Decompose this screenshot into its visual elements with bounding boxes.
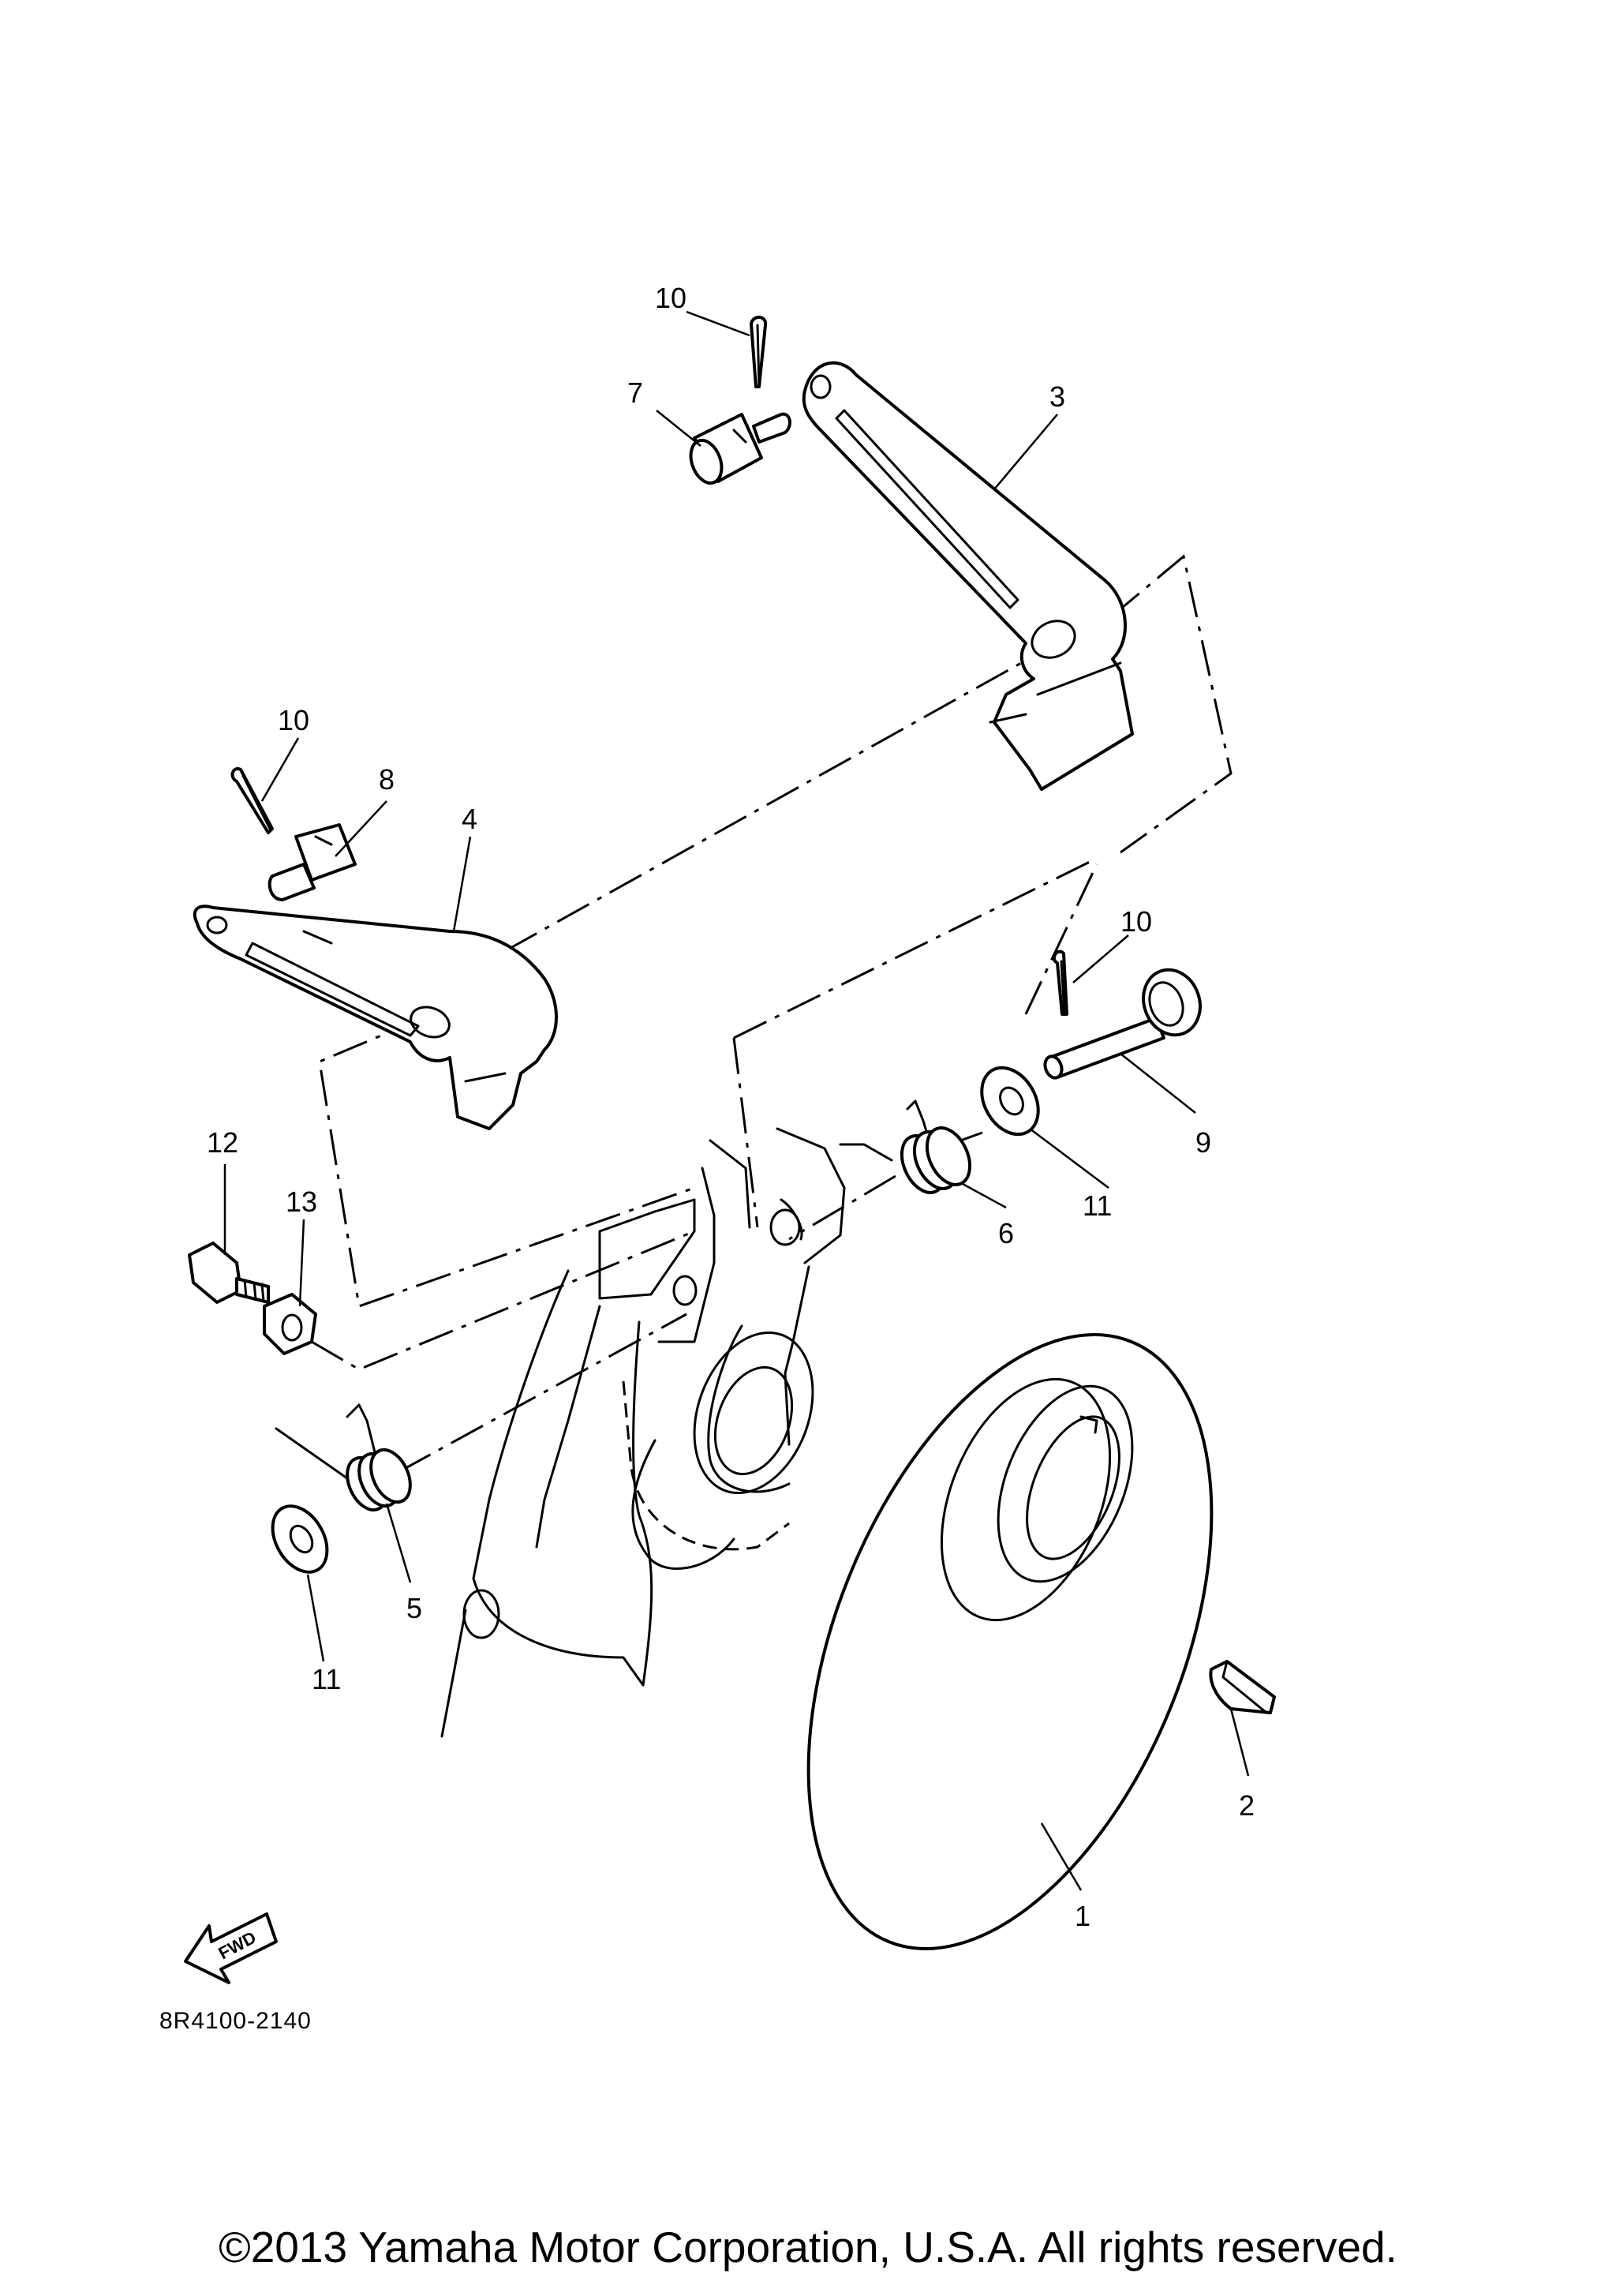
callout-6: 6	[998, 1217, 1014, 1249]
part-upper-lever	[802, 361, 1134, 791]
forward-arrow-icon: FWD	[184, 1912, 278, 1984]
callout-1: 1	[1075, 1900, 1090, 1932]
leader-lines	[223, 310, 1250, 1891]
part-woodruff-key	[1209, 1660, 1276, 1714]
callout-10-right: 10	[1120, 905, 1152, 938]
part-lower-spring	[275, 1403, 412, 1512]
callout-9: 9	[1195, 1126, 1211, 1159]
copyright-notice: ©2013 Yamaha Motor Corporation, U.S.A. A…	[219, 2223, 1397, 2272]
part-sheave-disc	[806, 1333, 1214, 1950]
part-bolt	[188, 1242, 270, 1304]
callout-7: 7	[627, 376, 643, 409]
callout-3: 3	[1049, 380, 1065, 413]
callout-11-right: 11	[1083, 1189, 1112, 1222]
callout-11-left: 11	[312, 1663, 341, 1695]
part-nut	[263, 1293, 317, 1355]
drawing-code: 8R4100-2140	[159, 2008, 312, 2034]
callout-2: 2	[1239, 1789, 1255, 1822]
callout-12: 12	[207, 1126, 238, 1159]
part-washers	[271, 1066, 1040, 1574]
mounting-bracket	[440, 1127, 846, 1738]
callout-10-left: 10	[278, 704, 309, 736]
part-upper-spring	[839, 1099, 972, 1194]
callout-10-top: 10	[655, 282, 686, 314]
callout-13: 13	[286, 1185, 317, 1218]
callout-8: 8	[379, 763, 395, 796]
callout-4: 4	[462, 803, 477, 835]
part-upper-joint	[689, 412, 791, 485]
callout-5: 5	[406, 1592, 422, 1624]
part-lower-joint	[267, 823, 357, 901]
part-cotter-pins	[230, 316, 1068, 1016]
callout-labels: 1 2 3 4 5 6 7 8 9 10 10 10 11 11 12 13	[207, 282, 1255, 1932]
part-lower-lever	[193, 905, 558, 1130]
part-pin	[1043, 968, 1202, 1080]
